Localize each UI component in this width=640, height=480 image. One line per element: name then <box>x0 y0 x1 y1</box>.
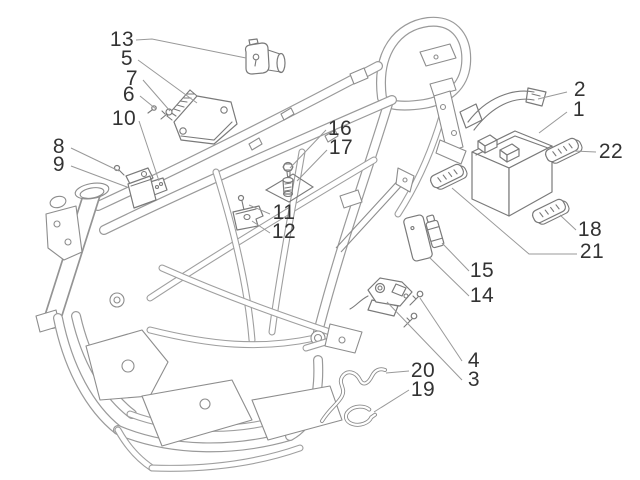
relay-screws-4 <box>403 290 424 328</box>
rubber-pad-18 <box>531 198 570 225</box>
callout-9: 9 <box>52 153 66 176</box>
leader-line-18 <box>559 214 577 231</box>
leader-line-19 <box>373 389 410 413</box>
leader-line-12 <box>251 220 271 234</box>
callout-3: 3 <box>467 368 481 391</box>
mount-plate-14 <box>403 214 433 262</box>
leader-line-21 <box>451 187 577 255</box>
frame-center-truss <box>146 148 378 344</box>
leader-line-7 <box>142 79 171 112</box>
leader-line-10 <box>138 120 160 182</box>
leader-line-20 <box>385 370 410 374</box>
frame-bottom-cradle <box>85 323 363 472</box>
leader-line-1 <box>538 111 568 134</box>
leader-line-15 <box>441 242 470 272</box>
leader-line-9 <box>70 165 128 188</box>
grommet-plate-17 <box>264 173 315 203</box>
callout-15: 15 <box>469 259 495 282</box>
leader-line-8 <box>70 147 120 172</box>
leader-line-13 <box>135 38 247 59</box>
relay <box>125 167 157 209</box>
frame-rear-subframe <box>313 16 472 337</box>
leader-line-4 <box>419 297 463 362</box>
callout-10: 10 <box>111 107 137 130</box>
regulator-screw-7 <box>160 108 173 120</box>
leader-line-11 <box>248 204 271 215</box>
callout-7: 7 <box>125 67 139 90</box>
callout-20: 20 <box>410 359 436 382</box>
leader-line-14 <box>428 256 470 297</box>
callout-21: 21 <box>579 240 605 263</box>
leader-line-17 <box>296 149 328 182</box>
frame-steering-head <box>35 182 125 333</box>
callout-16: 16 <box>327 117 353 140</box>
leader-line-5 <box>137 59 198 104</box>
retaining-clip-19 <box>343 404 377 427</box>
voltage-regulator <box>166 89 238 145</box>
callout-17: 17 <box>328 136 354 159</box>
starter-relay-3 <box>349 277 413 317</box>
grommet-bolt-16 <box>282 161 294 181</box>
bracket-screw-11 <box>237 194 245 211</box>
frame-brake-rod <box>335 167 415 253</box>
callout-22: 22 <box>598 140 624 163</box>
callout-14: 14 <box>469 284 495 307</box>
callout-4: 4 <box>467 349 481 372</box>
rubber-pad-21 <box>429 163 468 190</box>
electrical-cable-20 <box>320 367 387 423</box>
relay-screw-8 <box>113 164 125 176</box>
battery-strap <box>459 87 547 131</box>
fuse-15 <box>425 214 445 249</box>
callout-13: 13 <box>109 28 135 51</box>
callout-11: 11 <box>272 201 296 224</box>
callout-18: 18 <box>577 218 603 241</box>
callout-19: 19 <box>410 378 436 401</box>
callout-12: 12 <box>271 220 297 243</box>
callout-1: 1 <box>572 98 586 121</box>
leader-line-2 <box>537 91 568 100</box>
callout-2: 2 <box>573 78 587 101</box>
leader-line-22 <box>573 150 597 153</box>
battery <box>471 130 553 217</box>
bracket-12 <box>232 205 264 231</box>
callout-8: 8 <box>52 135 66 158</box>
callout-5: 5 <box>120 47 134 70</box>
leader-line-3 <box>386 301 463 381</box>
leader-line-6 <box>139 95 157 110</box>
ignition-switch <box>244 38 286 75</box>
rubber-pad-22 <box>544 137 583 164</box>
callout-leader-lines <box>70 38 597 413</box>
leader-line-16 <box>289 129 327 169</box>
callout-6: 6 <box>122 83 136 106</box>
regulator-screw-6 <box>147 105 157 114</box>
